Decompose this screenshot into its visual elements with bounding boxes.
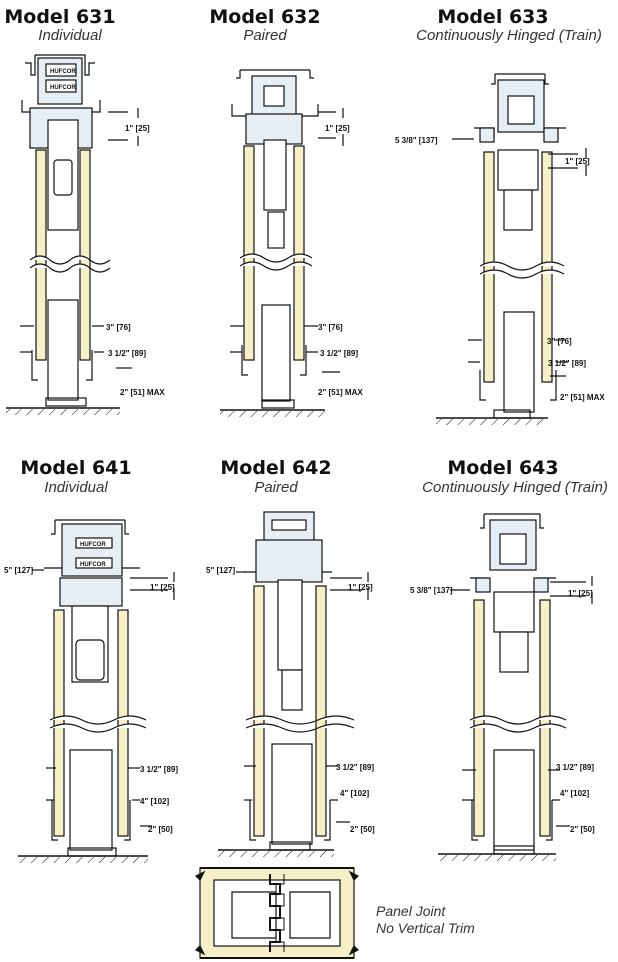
- panel-joint-drawing: [194, 867, 360, 959]
- model-643-subtitle: Continuously Hinged (Train): [422, 479, 608, 496]
- model-631-subtitle: Individual: [38, 27, 102, 44]
- model-642-dim-2: 1" [25]: [348, 583, 373, 592]
- model-643-dim-4: 4" [102]: [560, 789, 589, 798]
- model-632-subtitle: Paired: [243, 27, 287, 44]
- model-643-dim-2: 1" [25]: [568, 589, 593, 598]
- model-633-dim-4: 3 1/2" [89]: [548, 359, 586, 368]
- model-642-dim-3: 3 1/2" [89]: [336, 763, 374, 772]
- model-631-dim-1: 1" [25]: [125, 124, 150, 133]
- model-642-dim-5: 2" [50]: [350, 825, 375, 834]
- model-643-dim-1: 5 3/8" [137]: [410, 586, 453, 595]
- model-633-dim-3: 3" [76]: [547, 337, 572, 346]
- model-631-drawing: [6, 54, 139, 415]
- model-633-dim-5: 2" [51] MAX: [560, 393, 605, 402]
- model-633-drawing: [436, 73, 587, 425]
- panel-joint-line-1: Panel Joint: [376, 903, 446, 919]
- model-631-logo-top: HUFCOR: [50, 69, 76, 75]
- model-632-title: Model 632: [209, 6, 321, 28]
- model-631-dim-2: 3" [76]: [106, 323, 131, 332]
- model-643-dim-3: 3 1/2" [89]: [556, 763, 594, 772]
- model-633-dim-2: 1" [25]: [565, 157, 590, 166]
- model-632-dim-1: 1" [25]: [325, 124, 350, 133]
- model-642-drawing: [218, 511, 369, 857]
- panel-joint-line-2: No Vertical Trim: [376, 920, 475, 936]
- model-632-dim-3: 3 1/2" [89]: [320, 349, 358, 358]
- model-643-dim-5: 2" [50]: [570, 825, 595, 834]
- model-643-title: Model 643: [447, 457, 559, 479]
- model-642-dim-4: 4" [102]: [340, 789, 369, 798]
- model-633-title: Model 633: [437, 6, 549, 28]
- model-632-dim-4: 2" [51] MAX: [318, 388, 363, 397]
- model-641-dim-4: 4" [102]: [140, 797, 169, 806]
- model-641-title: Model 641: [20, 457, 132, 479]
- panel-joint-label: Panel Joint No Vertical Trim: [376, 903, 475, 937]
- model-641-dim-3: 3 1/2" [89]: [140, 765, 178, 774]
- model-633-dim-1: 5 3/8" [137]: [395, 136, 438, 145]
- model-641-logo-top: HUFCOR: [80, 542, 106, 548]
- model-642-dim-1: 5" [127]: [206, 566, 235, 575]
- model-641-logo-bottom: HUFCOR: [80, 562, 106, 568]
- model-632-dim-2: 3" [76]: [318, 323, 343, 332]
- model-632-drawing: [220, 69, 344, 417]
- model-633-subtitle: Continuously Hinged (Train): [416, 27, 602, 44]
- model-641-dim-1: 5" [127]: [4, 566, 33, 575]
- model-641-drawing: [18, 519, 175, 863]
- model-641-subtitle: Individual: [44, 479, 108, 496]
- model-642-subtitle: Paired: [254, 479, 298, 496]
- model-642-title: Model 642: [220, 457, 332, 479]
- model-631-logo-bottom: HUFCOR: [50, 85, 76, 91]
- model-631-title: Model 631: [4, 6, 116, 28]
- model-641-dim-5: 2" [50]: [148, 825, 173, 834]
- model-641-dim-2: 1" [25]: [150, 583, 175, 592]
- model-631-dim-4: 2" [51] MAX: [120, 388, 165, 397]
- model-631-dim-3: 3 1/2" [89]: [108, 349, 146, 358]
- model-643-drawing: [438, 513, 593, 861]
